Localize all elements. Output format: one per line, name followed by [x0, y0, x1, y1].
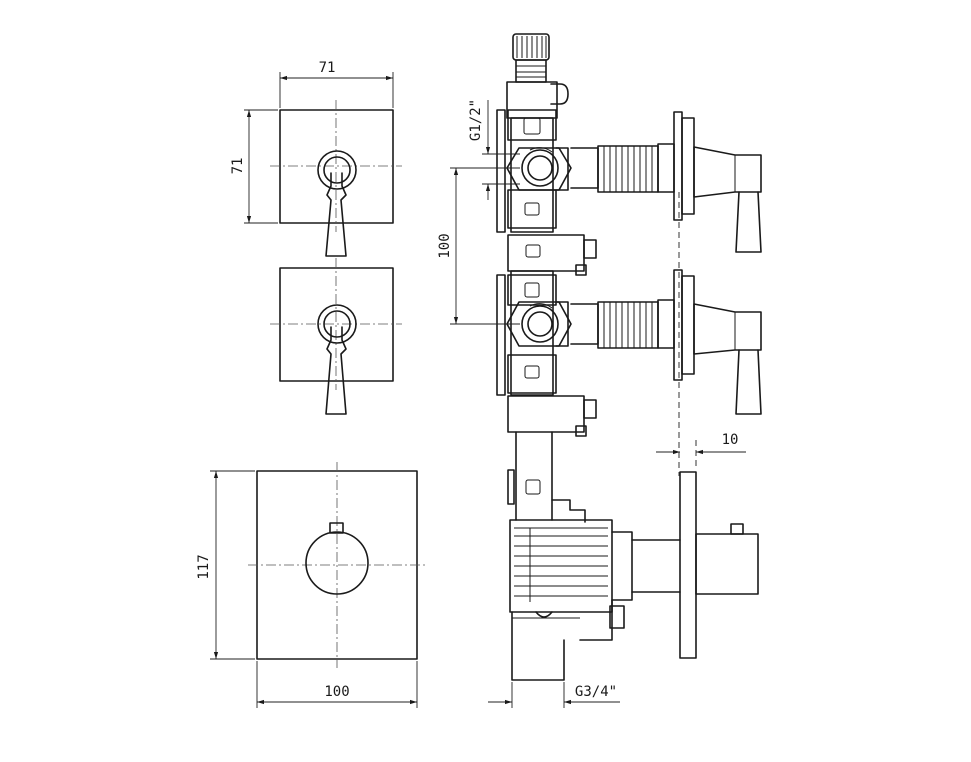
front-view-upper-valve	[270, 100, 402, 257]
dim-thermo-width-label: 100	[324, 684, 349, 700]
dim-plate-height: 71	[230, 109, 278, 224]
dim-plate-height-label: 71	[230, 158, 246, 175]
dim-plate-thickness-label: 10	[722, 432, 739, 448]
dim-plate-thickness: 10	[656, 432, 746, 455]
dim-valve-spacing-label: 100	[437, 233, 453, 258]
dim-thread-upper-label: G1/2"	[468, 99, 484, 141]
front-view-thermostatic	[248, 462, 426, 668]
dim-thread-upper: G1/2"	[468, 99, 520, 200]
dim-thermo-height: 117	[196, 470, 255, 660]
side-view-assembly	[496, 33, 762, 681]
dim-thread-lower-label: G3/4"	[575, 684, 617, 700]
dim-thread-lower: G3/4"	[488, 682, 620, 708]
dim-thermo-height-label: 117	[196, 554, 212, 579]
front-view-lower-valve	[270, 258, 402, 415]
dim-thermo-width: 100	[256, 661, 418, 708]
dim-plate-width: 71	[279, 60, 394, 108]
dim-valve-spacing: 100	[437, 167, 520, 325]
dim-plate-width-label: 71	[319, 60, 336, 76]
